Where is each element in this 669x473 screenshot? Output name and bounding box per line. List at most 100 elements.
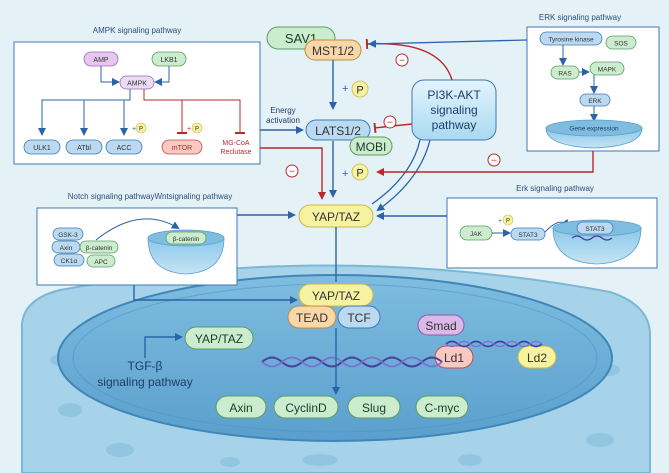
mgcoa-label-1: MG-CoA	[222, 140, 250, 147]
tcf-label: TCF	[347, 311, 370, 325]
atbl-node	[65, 139, 103, 155]
energy-label-1: Energy	[270, 106, 295, 115]
bcatenin-nuclear-node	[165, 231, 207, 245]
bcatenin-label: β-catenin	[86, 245, 113, 252]
stat3-nuclear-node	[576, 221, 614, 235]
mapk-label: MAPK	[598, 67, 617, 74]
tcf-node	[337, 305, 381, 329]
left-yap-label: YAP/TAZ	[195, 332, 243, 346]
erk-yap-minus	[487, 153, 501, 167]
pi3k-mst-minus-label: −	[399, 56, 405, 67]
gene-node-cyclind	[273, 395, 339, 419]
yap-plus: +	[342, 168, 348, 180]
yap-phospho-label: P	[356, 168, 363, 180]
atbl-label: ATbl	[77, 145, 91, 152]
gene-label-c-myc: C-myc	[425, 401, 460, 415]
nuclear-yap-node	[298, 283, 374, 307]
hippo-core: SAV1 MST1/2 + P LATS1/2 MOBI + P YAP/TAZ…	[133, 26, 594, 304]
stat3-phospho	[502, 214, 514, 226]
tead-label: TEAD	[296, 311, 328, 325]
acc-label: ACC	[117, 145, 132, 152]
ampk-inhibit-mgcoa	[143, 89, 245, 134]
acc-plus: +	[132, 126, 136, 133]
mobi-node	[349, 136, 393, 156]
acc-node	[105, 139, 143, 155]
lats-node	[305, 119, 371, 141]
bcatenin-nuclear-label: β-catenin	[173, 236, 200, 243]
pi3k-label-3: pathway	[432, 118, 477, 132]
lats-phospho	[351, 80, 369, 98]
gene-node-c-myc	[415, 395, 469, 419]
pi3k-mst-minus	[395, 53, 409, 67]
ras-label: RAS	[558, 71, 572, 78]
sos-label: SOS	[614, 41, 628, 48]
nucleus-contents: YAP/TAZ TEAD TCF Smad Ld1 Ld2 YAP/TAZ TG…	[97, 283, 557, 419]
mapk-node	[589, 61, 625, 76]
erk-right-panel: Erk signaling pathway JAK + P STAT3 STAT…	[446, 184, 658, 269]
ampk-title: AMPK signaling pathway	[93, 26, 182, 35]
mgcoa-label-2: Reclutase	[220, 149, 251, 156]
ampk-label: AMPK	[127, 81, 147, 88]
erk-to-yap-red-arrow	[376, 151, 594, 176]
acc-phospho-label: P	[139, 127, 143, 133]
axin-label: Axin	[60, 245, 73, 252]
tyrosine-kinase-node	[539, 31, 603, 46]
gene-expression-label: Gene expression	[569, 126, 619, 133]
lats-plus: +	[342, 83, 348, 95]
erk-to-mst-arrow	[368, 39, 528, 48]
target-genes: Axin CyclinD Slug C-myc	[215, 395, 469, 419]
mobi-label: MOBI	[356, 140, 387, 154]
yap-phospho	[351, 163, 369, 181]
notch-wnt-panel: Notch signaling pathwayWntsignaling path…	[36, 192, 238, 286]
pi3k-label-2: signaling	[430, 103, 477, 117]
apc-label: APC	[94, 259, 108, 266]
main-dna-helix	[261, 356, 443, 368]
erk-node	[579, 93, 611, 107]
notch-to-nucleus-arrow	[133, 285, 298, 304]
mtor-phospho-label: P	[195, 127, 199, 133]
gene-node-slug	[347, 395, 401, 419]
pi3k-inhibit-mst	[365, 38, 453, 81]
ulk1-node	[23, 139, 61, 155]
gene-label-axin: Axin	[229, 401, 252, 415]
stat3-phospho-label: P	[506, 219, 510, 225]
pi3k-to-yap-arrow-1	[376, 139, 431, 212]
tgf-label-1: TGF-β	[128, 359, 163, 373]
pi3k-lats-minus-label: −	[387, 118, 393, 129]
erk-label: ERK	[588, 98, 602, 105]
bcatenin-translocation-arrow	[95, 218, 180, 241]
tyrosine-kinase-label: Tyrosine kinase	[548, 37, 594, 44]
ck1a-node	[53, 253, 85, 267]
erk-right-title: Erk signaling pathway	[516, 184, 594, 193]
energy-label-2: activation	[266, 116, 300, 125]
ld1-label: Ld1	[444, 351, 464, 365]
tgf-label-2: signaling pathway	[97, 375, 192, 389]
acc-phospho	[135, 122, 147, 134]
left-yap-node	[184, 326, 254, 350]
gene-label-cyclind: CyclinD	[285, 401, 327, 415]
ampk-yap-minus-label: −	[289, 167, 295, 178]
mtor-node	[161, 139, 203, 155]
ck1a-label: CK1α	[61, 258, 78, 265]
erk-top-title: ERK signaling pathway	[539, 13, 621, 22]
mtor-plus: +	[187, 126, 191, 133]
lats-phospho-label: P	[356, 85, 363, 97]
lats-label: LATS1/2	[315, 124, 361, 138]
erk-right-mini-nucleus	[552, 227, 642, 265]
bcatenin-node	[79, 240, 119, 254]
lkb1-to-ampk-arrow	[154, 66, 170, 86]
notch-mini-nucleus	[147, 237, 225, 275]
smad-node	[417, 314, 465, 336]
amp-label: AMP	[93, 57, 109, 64]
smad-label: Smad	[425, 319, 456, 333]
ampk-to-ulk1-arrow	[38, 89, 131, 136]
jak-label: JAK	[470, 231, 483, 238]
gene-node-axin	[215, 395, 267, 419]
erk-top-panel: ERK signaling pathway Tyrosine kinase SO…	[526, 13, 660, 152]
tead-node	[287, 305, 337, 329]
gene-label-slug: Slug	[362, 401, 386, 415]
stat3-node	[510, 227, 546, 241]
ampk-to-yap-red-arrow	[260, 147, 326, 200]
